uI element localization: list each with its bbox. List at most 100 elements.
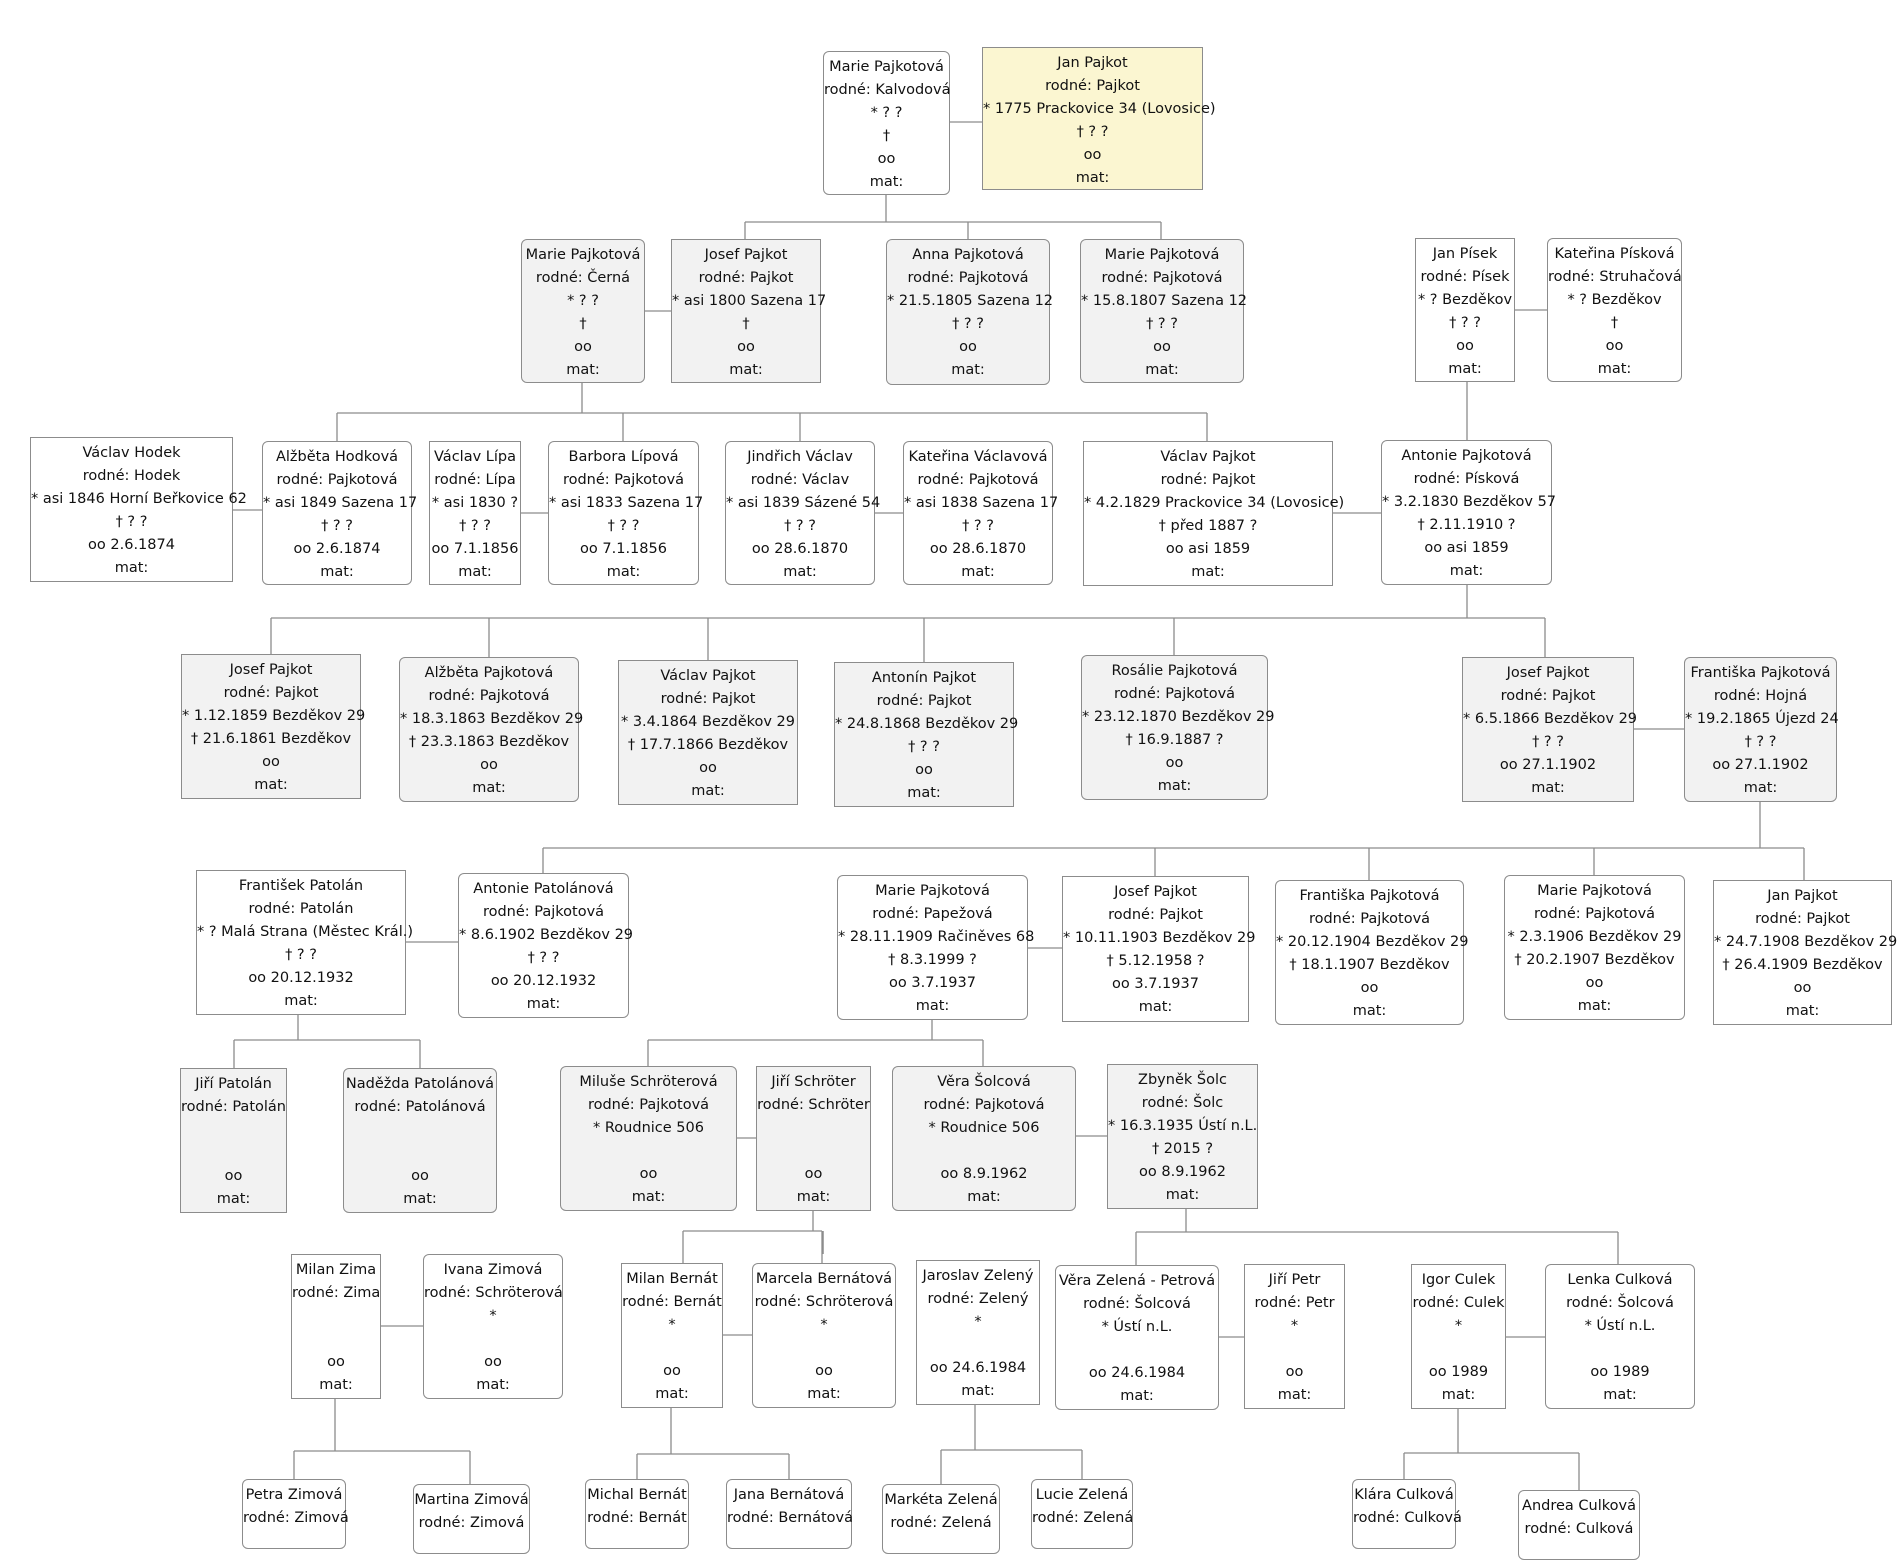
person-detail: oo 24.6.1984: [929, 1360, 1027, 1376]
person-detail: [1245, 1338, 1344, 1361]
person-detail: oo: [1605, 338, 1624, 354]
person-name: Václav Hodek: [82, 445, 181, 461]
person-name: Věra Šolcová: [937, 1074, 1031, 1090]
person-detail: [292, 1305, 380, 1328]
person-detail: [757, 1140, 870, 1163]
person-name: Petra Zimová: [245, 1487, 343, 1503]
person-detail: oo: [877, 151, 896, 167]
person-detail: rodné: Zelený: [927, 1291, 1029, 1307]
person-name: Lucie Zelená: [1035, 1487, 1129, 1503]
person-detail: [561, 1140, 736, 1163]
person-detail: † ? ?: [952, 316, 984, 332]
person-detail: mat:: [1531, 780, 1565, 796]
person-name: Marcela Bernátová: [755, 1271, 893, 1287]
person-detail: * 3.4.1864 Bezděkov 29: [620, 714, 796, 730]
person-detail: oo: [1165, 755, 1184, 771]
person-detail: mat:: [1441, 1387, 1476, 1403]
person-detail: oo: [574, 339, 592, 355]
person-name: Naděžda Patolánová: [345, 1076, 495, 1092]
person-detail: oo 2.6.1874: [293, 541, 381, 557]
person-detail: * 8.6.1902 Bezděkov 29: [459, 927, 634, 943]
person-detail: † 17.7.1866 Bezděkov: [627, 737, 789, 753]
person-detail: rodné: Patolán: [248, 901, 354, 917]
person-detail: rodné: Pajkot: [1108, 907, 1203, 923]
person-detail: oo 1989: [1590, 1364, 1650, 1380]
person-detail: rodné: Hodek: [82, 468, 181, 484]
person-name: Klára Culková: [1354, 1487, 1454, 1503]
person-detail: * asi 1800 Sazena 17: [672, 293, 827, 309]
person-name: Jiří Schröter: [771, 1074, 856, 1090]
person-detail: † před 1887 ?: [1158, 518, 1258, 534]
person-detail: mat:: [1120, 1388, 1154, 1404]
person-detail: rodné: Bernátová: [727, 1510, 853, 1526]
person-detail: oo: [959, 339, 977, 355]
person-name: Jan Pajkot: [1057, 55, 1128, 71]
person-detail: oo 27.1.1902: [1499, 757, 1597, 773]
person-name: Věra Zelená - Petrová: [1058, 1273, 1216, 1289]
person-detail: oo: [224, 1168, 243, 1184]
person-detail: oo: [1285, 1364, 1304, 1380]
person-detail: * 6.5.1866 Bezděkov 29: [1463, 711, 1638, 727]
person-name: Milan Bernát: [626, 1271, 718, 1287]
person-detail: rodné: Václav: [750, 472, 850, 488]
person-name: Igor Culek: [1421, 1272, 1496, 1288]
person-name: Alžběta Pajkotová: [424, 665, 554, 681]
person-detail: * asi 1830 ?: [431, 495, 519, 511]
person-detail: rodné: Pajkot: [876, 693, 972, 709]
person-detail: [1056, 1339, 1218, 1362]
